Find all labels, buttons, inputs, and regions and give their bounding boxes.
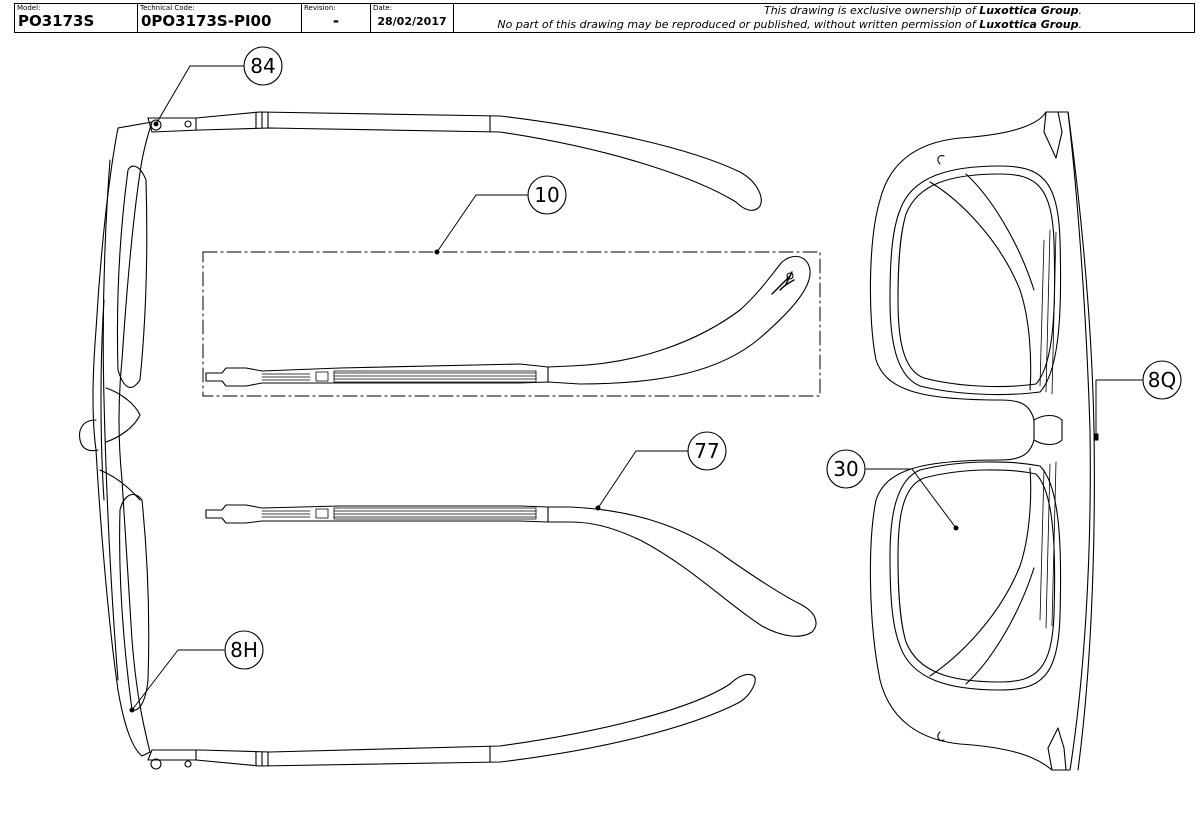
title-block: Model: PO3173S Technical Code: 0PO3173S-…: [14, 3, 1195, 33]
detail-frame: [202, 251, 821, 397]
callout-10: 10: [527, 175, 567, 215]
company-name: Luxottica Group: [979, 4, 1079, 17]
svg-text:30: 30: [833, 457, 858, 481]
model-label: Model:: [17, 4, 41, 12]
ownership-notice: This drawing is exclusive ownership of L…: [454, 4, 1194, 32]
date-value: 28/02/2017: [377, 15, 447, 28]
upper-temple-top-view: [147, 111, 762, 211]
frame-front-top-view: [92, 121, 153, 757]
lower-temple-top-view: [147, 673, 756, 767]
lens-groove-upper: [116, 165, 148, 388]
technical-code-label: Technical Code:: [140, 4, 195, 12]
hinge-screw-upper: [150, 119, 162, 131]
front-view: [869, 111, 1095, 771]
svg-text:10: 10: [534, 183, 559, 207]
lower-lens: [889, 461, 1062, 691]
callout-30: 30: [826, 449, 866, 489]
date-label: Date:: [373, 4, 393, 12]
revision-value: -: [332, 12, 340, 30]
temple-core-wire: [261, 370, 537, 383]
callout-8Q: 8Q: [1142, 360, 1182, 400]
technical-code-cell: Technical Code: 0PO3173S-PI00: [138, 4, 302, 32]
frame-front-outline: [869, 111, 1091, 771]
svg-text:84: 84: [250, 54, 275, 78]
model-cell: Model: PO3173S: [15, 4, 138, 32]
company-name: Luxottica Group: [979, 18, 1079, 31]
callout-8H: 8H: [224, 630, 264, 670]
svg-text:8Q: 8Q: [1148, 368, 1176, 392]
detail-box-view: [202, 251, 821, 397]
revision-cell: Revision: -: [302, 4, 371, 32]
temple-inner-side-view: [205, 255, 811, 387]
svg-text:8H: 8H: [230, 638, 258, 662]
callout-84: 84: [243, 46, 283, 86]
date-cell: Date: 28/02/2017: [371, 4, 454, 32]
hinge-screw-lower: [150, 758, 162, 770]
svg-text:77: 77: [694, 439, 719, 463]
callout-leaders: [129, 65, 1143, 713]
technical-code-value: 0PO3173S-PI00: [141, 12, 272, 30]
upper-lens: [889, 165, 1062, 396]
logo-mark: [771, 271, 795, 295]
top-view: [78, 111, 762, 770]
lens-groove-lower: [119, 494, 150, 711]
model-value: PO3173S: [18, 12, 95, 30]
temple-outer-side-view: [205, 504, 817, 637]
callout-77: 77: [687, 431, 727, 471]
notice-line-2: No part of this drawing may be reproduce…: [497, 18, 1082, 31]
revision-label: Revision:: [304, 4, 336, 12]
notice-line-1: This drawing is exclusive ownership of L…: [763, 4, 1082, 17]
